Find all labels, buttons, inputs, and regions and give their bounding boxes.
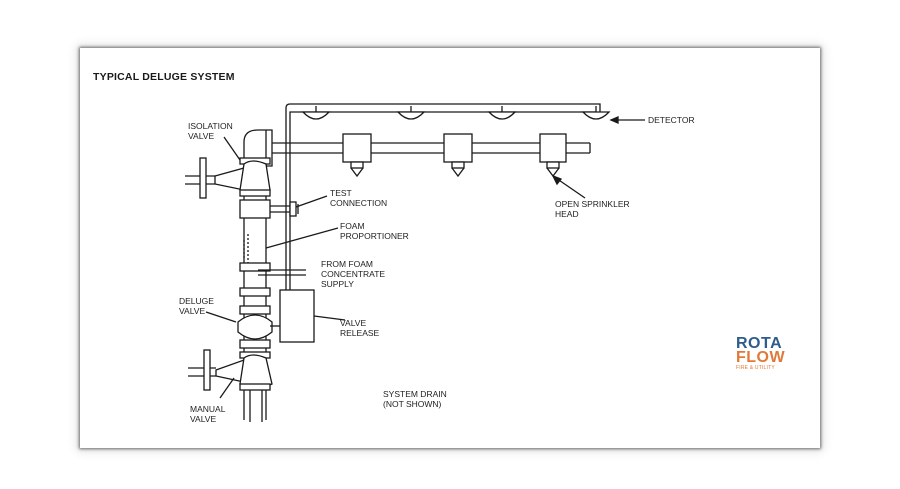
diagram-title: TYPICAL DELUGE SYSTEM bbox=[93, 71, 235, 83]
rotaflow-logo: ROTA FLOW FIRE & UTILITY bbox=[736, 335, 796, 372]
logo-line-2: FLOW bbox=[736, 349, 786, 366]
manual-valve-icon bbox=[188, 349, 273, 391]
main-pipe bbox=[270, 142, 591, 154]
test-connection-icon bbox=[239, 199, 299, 219]
isolation-valve-icon bbox=[185, 157, 271, 199]
detector-icon bbox=[301, 106, 611, 120]
logo-line-3: FIRE & UTILITY bbox=[736, 365, 775, 371]
diagram-card bbox=[80, 48, 820, 448]
sprinkler-head-icon bbox=[342, 133, 567, 178]
logo-line-1: ROTA bbox=[736, 335, 783, 352]
foam-supply-line bbox=[258, 269, 306, 276]
label-detector: DETECTOR bbox=[648, 115, 695, 125]
valve-release-box bbox=[279, 289, 315, 343]
deluge-valve-icon bbox=[237, 305, 280, 349]
label-system-drain: SYSTEM DRAIN(NOT SHOWN) bbox=[383, 389, 447, 409]
detector-line bbox=[285, 103, 601, 300]
